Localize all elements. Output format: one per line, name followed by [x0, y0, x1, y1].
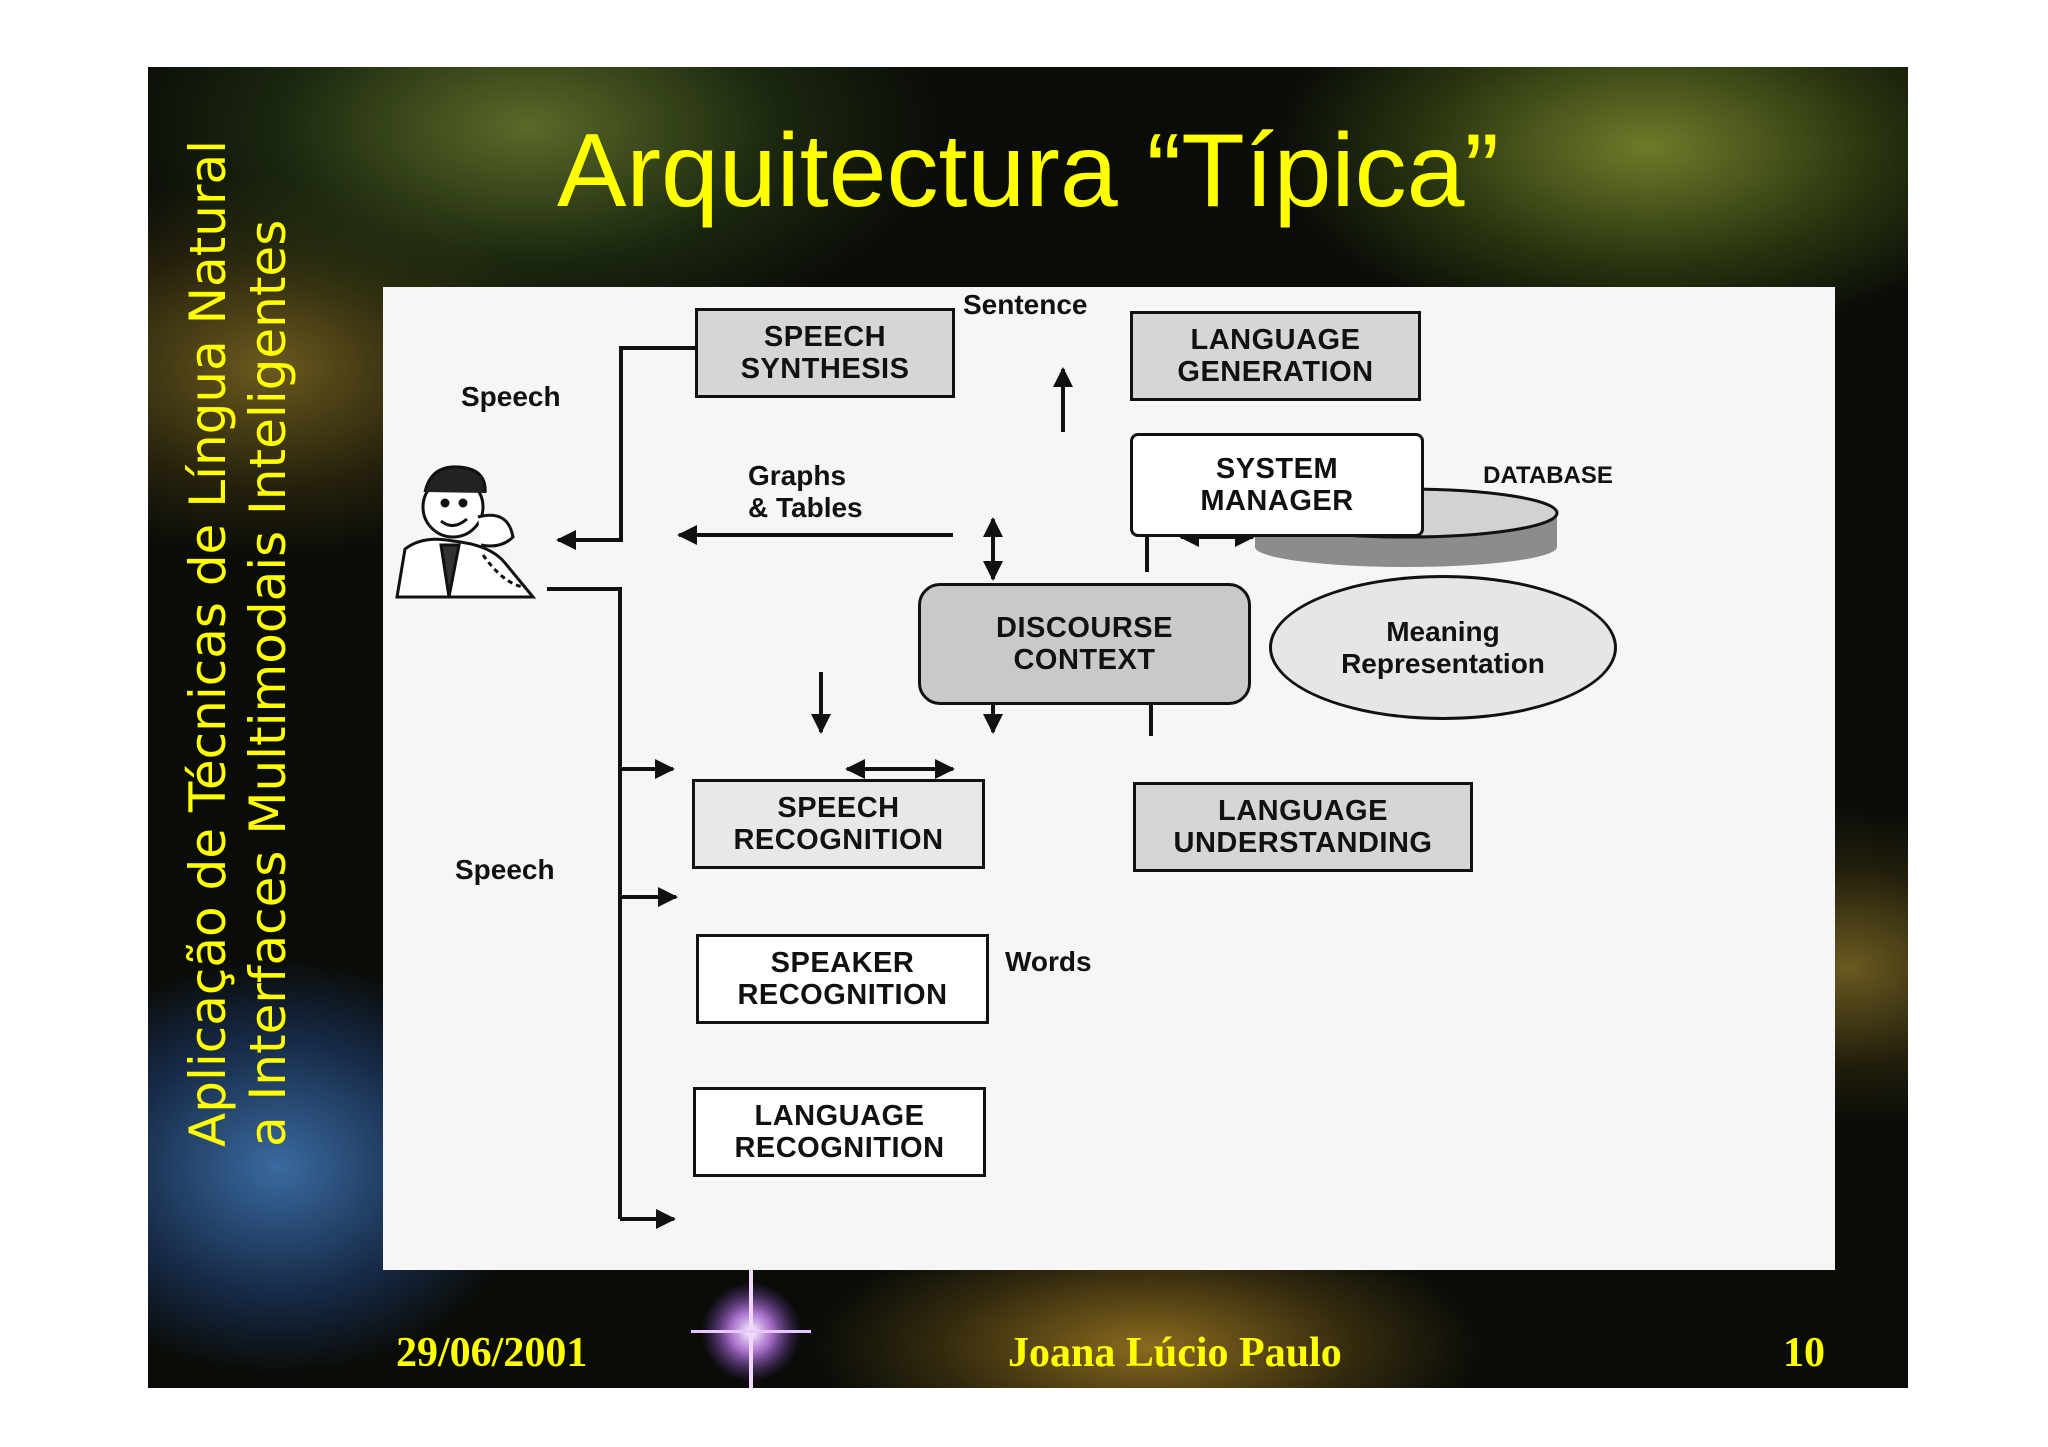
graphs-tables-label: Graphs & Tables — [748, 460, 863, 523]
discourse-context-box: DISCOURSE CONTEXT — [918, 583, 1251, 705]
sentence-label: Sentence — [963, 289, 1088, 320]
language-understanding-box: LANGUAGE UNDERSTANDING — [1133, 782, 1473, 872]
language-generation-box: LANGUAGE GENERATION — [1130, 311, 1421, 401]
meaning-representation-ellipse: Meaning Representation — [1269, 575, 1617, 720]
edge-synthesis-to-user — [556, 346, 695, 550]
side-caption-line-2: a Interfaces Multimodais Inteligentes — [239, 219, 297, 1147]
speech-input-label: Speech — [455, 854, 555, 885]
slide-title: Arquitectura “Típica” — [556, 113, 1500, 229]
speech-synthesis-box: SPEECH SYNTHESIS — [695, 308, 955, 398]
page-number: 10 — [1783, 1330, 1825, 1376]
diagram-panel: SPEECH SYNTHESIS LANGUAGE GENERATION SYS… — [383, 287, 1835, 1270]
side-caption: Aplicação de Técnicas de Língua Natural … — [178, 140, 298, 1147]
words-label: Words — [1005, 946, 1092, 977]
connector-layer — [395, 338, 1559, 1229]
person-on-telephone-icon — [395, 465, 537, 599]
edge-user-to-recognizers — [547, 587, 622, 1219]
database-label: DATABASE — [1483, 462, 1613, 489]
language-recognition-box: LANGUAGE RECOGNITION — [693, 1087, 986, 1177]
star-flare-icon — [691, 1217, 811, 1388]
speaker-recognition-box: SPEAKER RECOGNITION — [696, 934, 989, 1024]
speech-output-label: Speech — [461, 381, 561, 412]
speech-recognition-box: SPEECH RECOGNITION — [692, 779, 985, 869]
footer-author: Joana Lúcio Paulo — [1008, 1330, 1342, 1376]
system-manager-box: SYSTEM MANAGER — [1130, 433, 1424, 537]
side-caption-line-1: Aplicação de Técnicas de Língua Natural — [179, 139, 237, 1147]
footer-date: 29/06/2001 — [396, 1330, 588, 1376]
slide: Arquitectura “Típica” Aplicação de Técni… — [148, 67, 1908, 1388]
